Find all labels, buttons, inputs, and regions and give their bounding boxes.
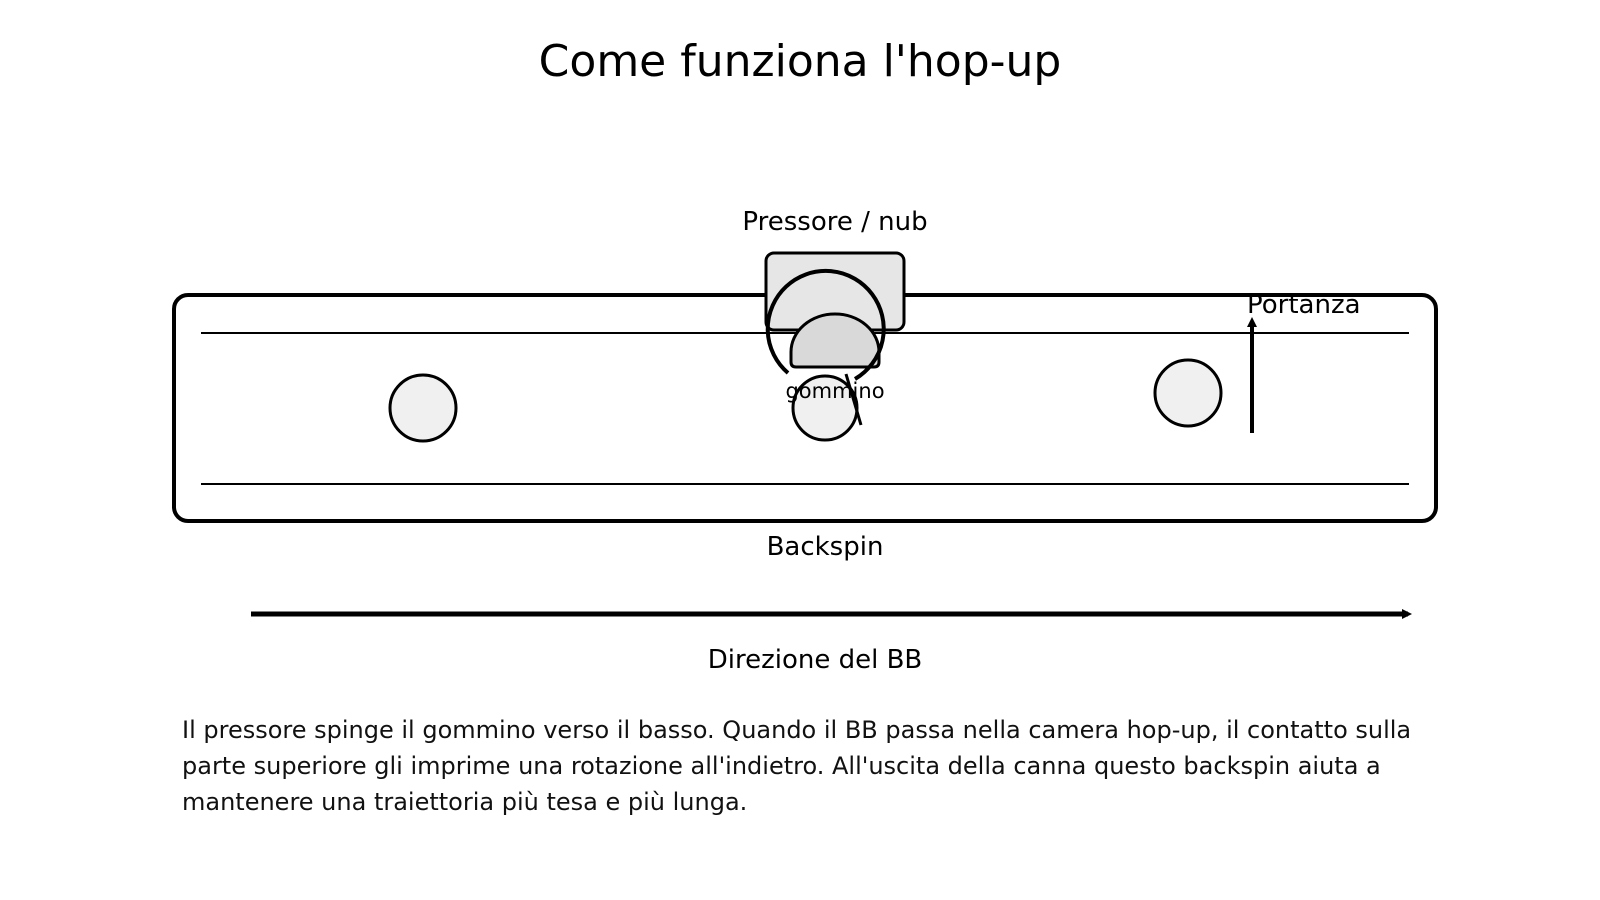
label-pressore: Pressore / nub — [742, 207, 927, 237]
label-gommino: gommino — [785, 379, 884, 403]
description-text: Il pressore spinge il gommino verso il b… — [182, 716, 1412, 816]
bb-right — [1153, 358, 1223, 428]
bb-left — [388, 373, 458, 443]
label-direzione: Direzione del BB — [708, 645, 923, 675]
label-backspin: Backspin — [767, 532, 884, 562]
gommino-rubber — [789, 312, 881, 369]
backspin-arc — [765, 268, 886, 381]
label-portanza: Portanza — [1247, 290, 1361, 320]
diagram-title: Come funziona l'hop-up — [538, 36, 1062, 87]
backspin-arrow-tail — [844, 373, 863, 426]
